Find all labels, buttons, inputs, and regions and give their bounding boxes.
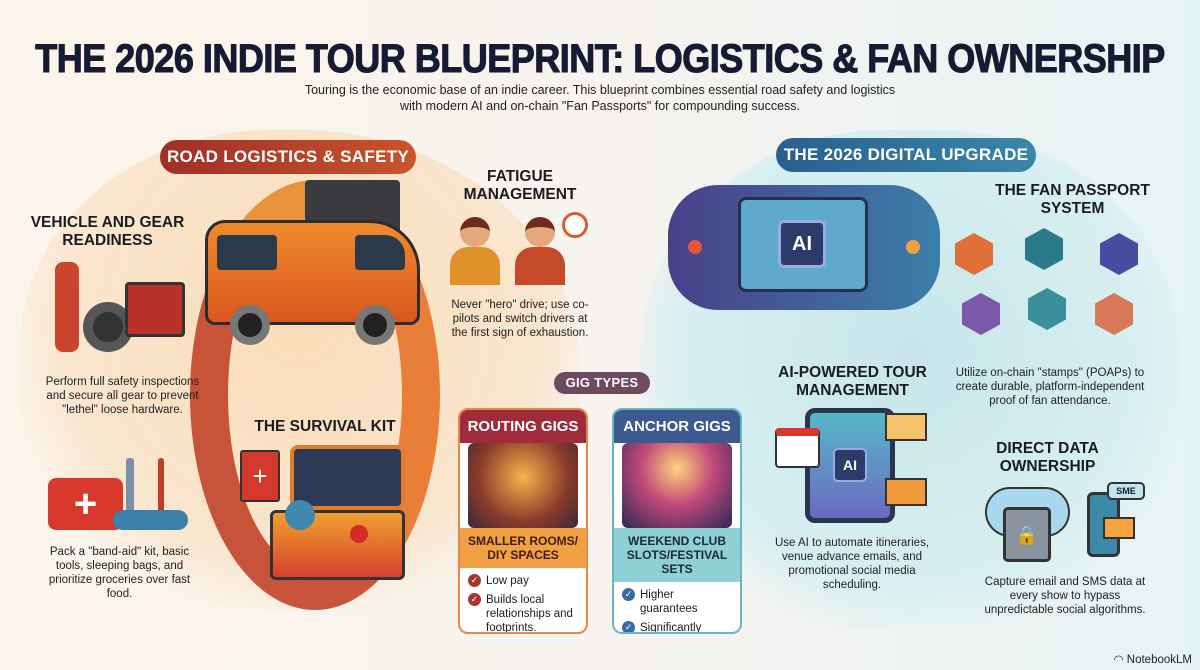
sleeping-bag-icon bbox=[113, 510, 188, 530]
tour-van-illustration bbox=[205, 180, 430, 350]
list-item: ✓Low pay bbox=[468, 574, 578, 588]
drivers-illustration bbox=[450, 212, 590, 287]
routing-gigs-title: ROUTING GIGS bbox=[460, 410, 586, 443]
clock-icon bbox=[562, 212, 588, 238]
anchor-gigs-title: ANCHOR GIGS bbox=[614, 410, 740, 443]
survival-text: Pack a "band-aid" kit, basic tools, slee… bbox=[48, 546, 191, 600]
tools-illustration: + bbox=[48, 448, 193, 533]
first-aid-book-icon: + bbox=[240, 450, 280, 502]
check-icon: ✓ bbox=[468, 574, 481, 587]
direct-data-text: Capture email and SMS data at every show… bbox=[984, 576, 1146, 616]
digital-upgrade-banner: THE 2026 DIGITAL UPGRADE bbox=[776, 138, 1036, 172]
fan-passport-title: THE FAN PASSPORT SYSTEM bbox=[995, 182, 1150, 217]
page-title: THE 2026 INDIE TOUR BLUEPRINT: LOGISTICS… bbox=[35, 35, 1166, 81]
routing-gigs-card: ROUTING GIGS SMALLER ROOMS/ DIY SPACES ✓… bbox=[458, 408, 588, 634]
ai-chip-icon: AI bbox=[778, 220, 826, 268]
list-item: ✓Higher guarantees bbox=[622, 588, 732, 616]
gear-mechanic-illustration bbox=[45, 262, 195, 362]
ai-tour-title: AI-POWERED TOUR MANAGEMENT bbox=[778, 364, 927, 399]
check-icon: ✓ bbox=[622, 588, 635, 601]
small-venue-image bbox=[468, 443, 578, 528]
gig-types-label: GIG TYPES bbox=[554, 372, 650, 394]
ai-chip-panel: AI bbox=[668, 185, 940, 310]
vehicle-text: Perform full safety inspections and secu… bbox=[45, 376, 200, 416]
email-icon bbox=[885, 478, 927, 506]
badge-icon bbox=[1100, 233, 1138, 275]
anchor-gigs-card: ANCHOR GIGS WEEKEND CLUB SLOTS/FESTIVAL … bbox=[612, 408, 742, 634]
check-icon: ✓ bbox=[468, 593, 481, 606]
direct-data-title: DIRECT DATA OWNERSHIP bbox=[996, 440, 1099, 475]
email-icon bbox=[1103, 517, 1135, 539]
fatigue-title: FATIGUE MANAGEMENT bbox=[463, 168, 577, 203]
anchor-gigs-subtitle: WEEKEND CLUB SLOTS/FESTIVAL SETS bbox=[614, 528, 740, 582]
safe-lock-icon: 🔒 bbox=[1003, 507, 1051, 562]
ai-tour-text: Use AI to automate itineraries, venue ad… bbox=[774, 537, 930, 591]
badge-icon bbox=[1025, 228, 1063, 270]
badge-icon bbox=[1095, 293, 1133, 335]
road-logistics-banner: ROAD LOGISTICS & SAFETY bbox=[160, 140, 416, 174]
ai-chip-icon: AI bbox=[833, 448, 867, 482]
email-icon bbox=[885, 413, 927, 441]
sms-bubble: SME bbox=[1107, 482, 1145, 500]
screwdriver-icon bbox=[158, 458, 164, 518]
badge-icon bbox=[1028, 288, 1066, 330]
ai-tablet-illustration: AI bbox=[775, 408, 930, 528]
survival-kit-illustration: + bbox=[240, 445, 410, 595]
festival-stage-image bbox=[622, 443, 732, 528]
vehicle-title: VEHICLE AND GEAR READINESS bbox=[30, 214, 185, 249]
list-item: ✓Significantly faster merchandise sales bbox=[622, 621, 732, 632]
page-subtitle: Touring is the economic base of an indie… bbox=[304, 83, 896, 113]
list-item: ✓Builds local relationships and footprin… bbox=[468, 593, 578, 632]
fan-passport-text: Utilize on-chain "stamps" (POAPs) to cre… bbox=[955, 367, 1145, 407]
fatigue-text: Never "hero" drive; use co-pilots and sw… bbox=[451, 299, 589, 339]
survival-kit-title: THE SURVIVAL KIT bbox=[254, 418, 396, 435]
badge-icon bbox=[955, 233, 993, 275]
check-icon: ✓ bbox=[622, 621, 635, 632]
first-aid-kit-icon: + bbox=[48, 478, 123, 530]
data-illustration: 🔒 SME bbox=[985, 482, 1150, 567]
routing-gigs-subtitle: SMALLER ROOMS/ DIY SPACES bbox=[460, 528, 586, 568]
wrench-icon bbox=[126, 458, 134, 513]
passport-badges bbox=[950, 228, 1145, 338]
notebooklm-logo: ◠ NotebookLM bbox=[1113, 654, 1192, 666]
calendar-icon bbox=[775, 428, 820, 468]
badge-icon bbox=[962, 293, 1000, 335]
